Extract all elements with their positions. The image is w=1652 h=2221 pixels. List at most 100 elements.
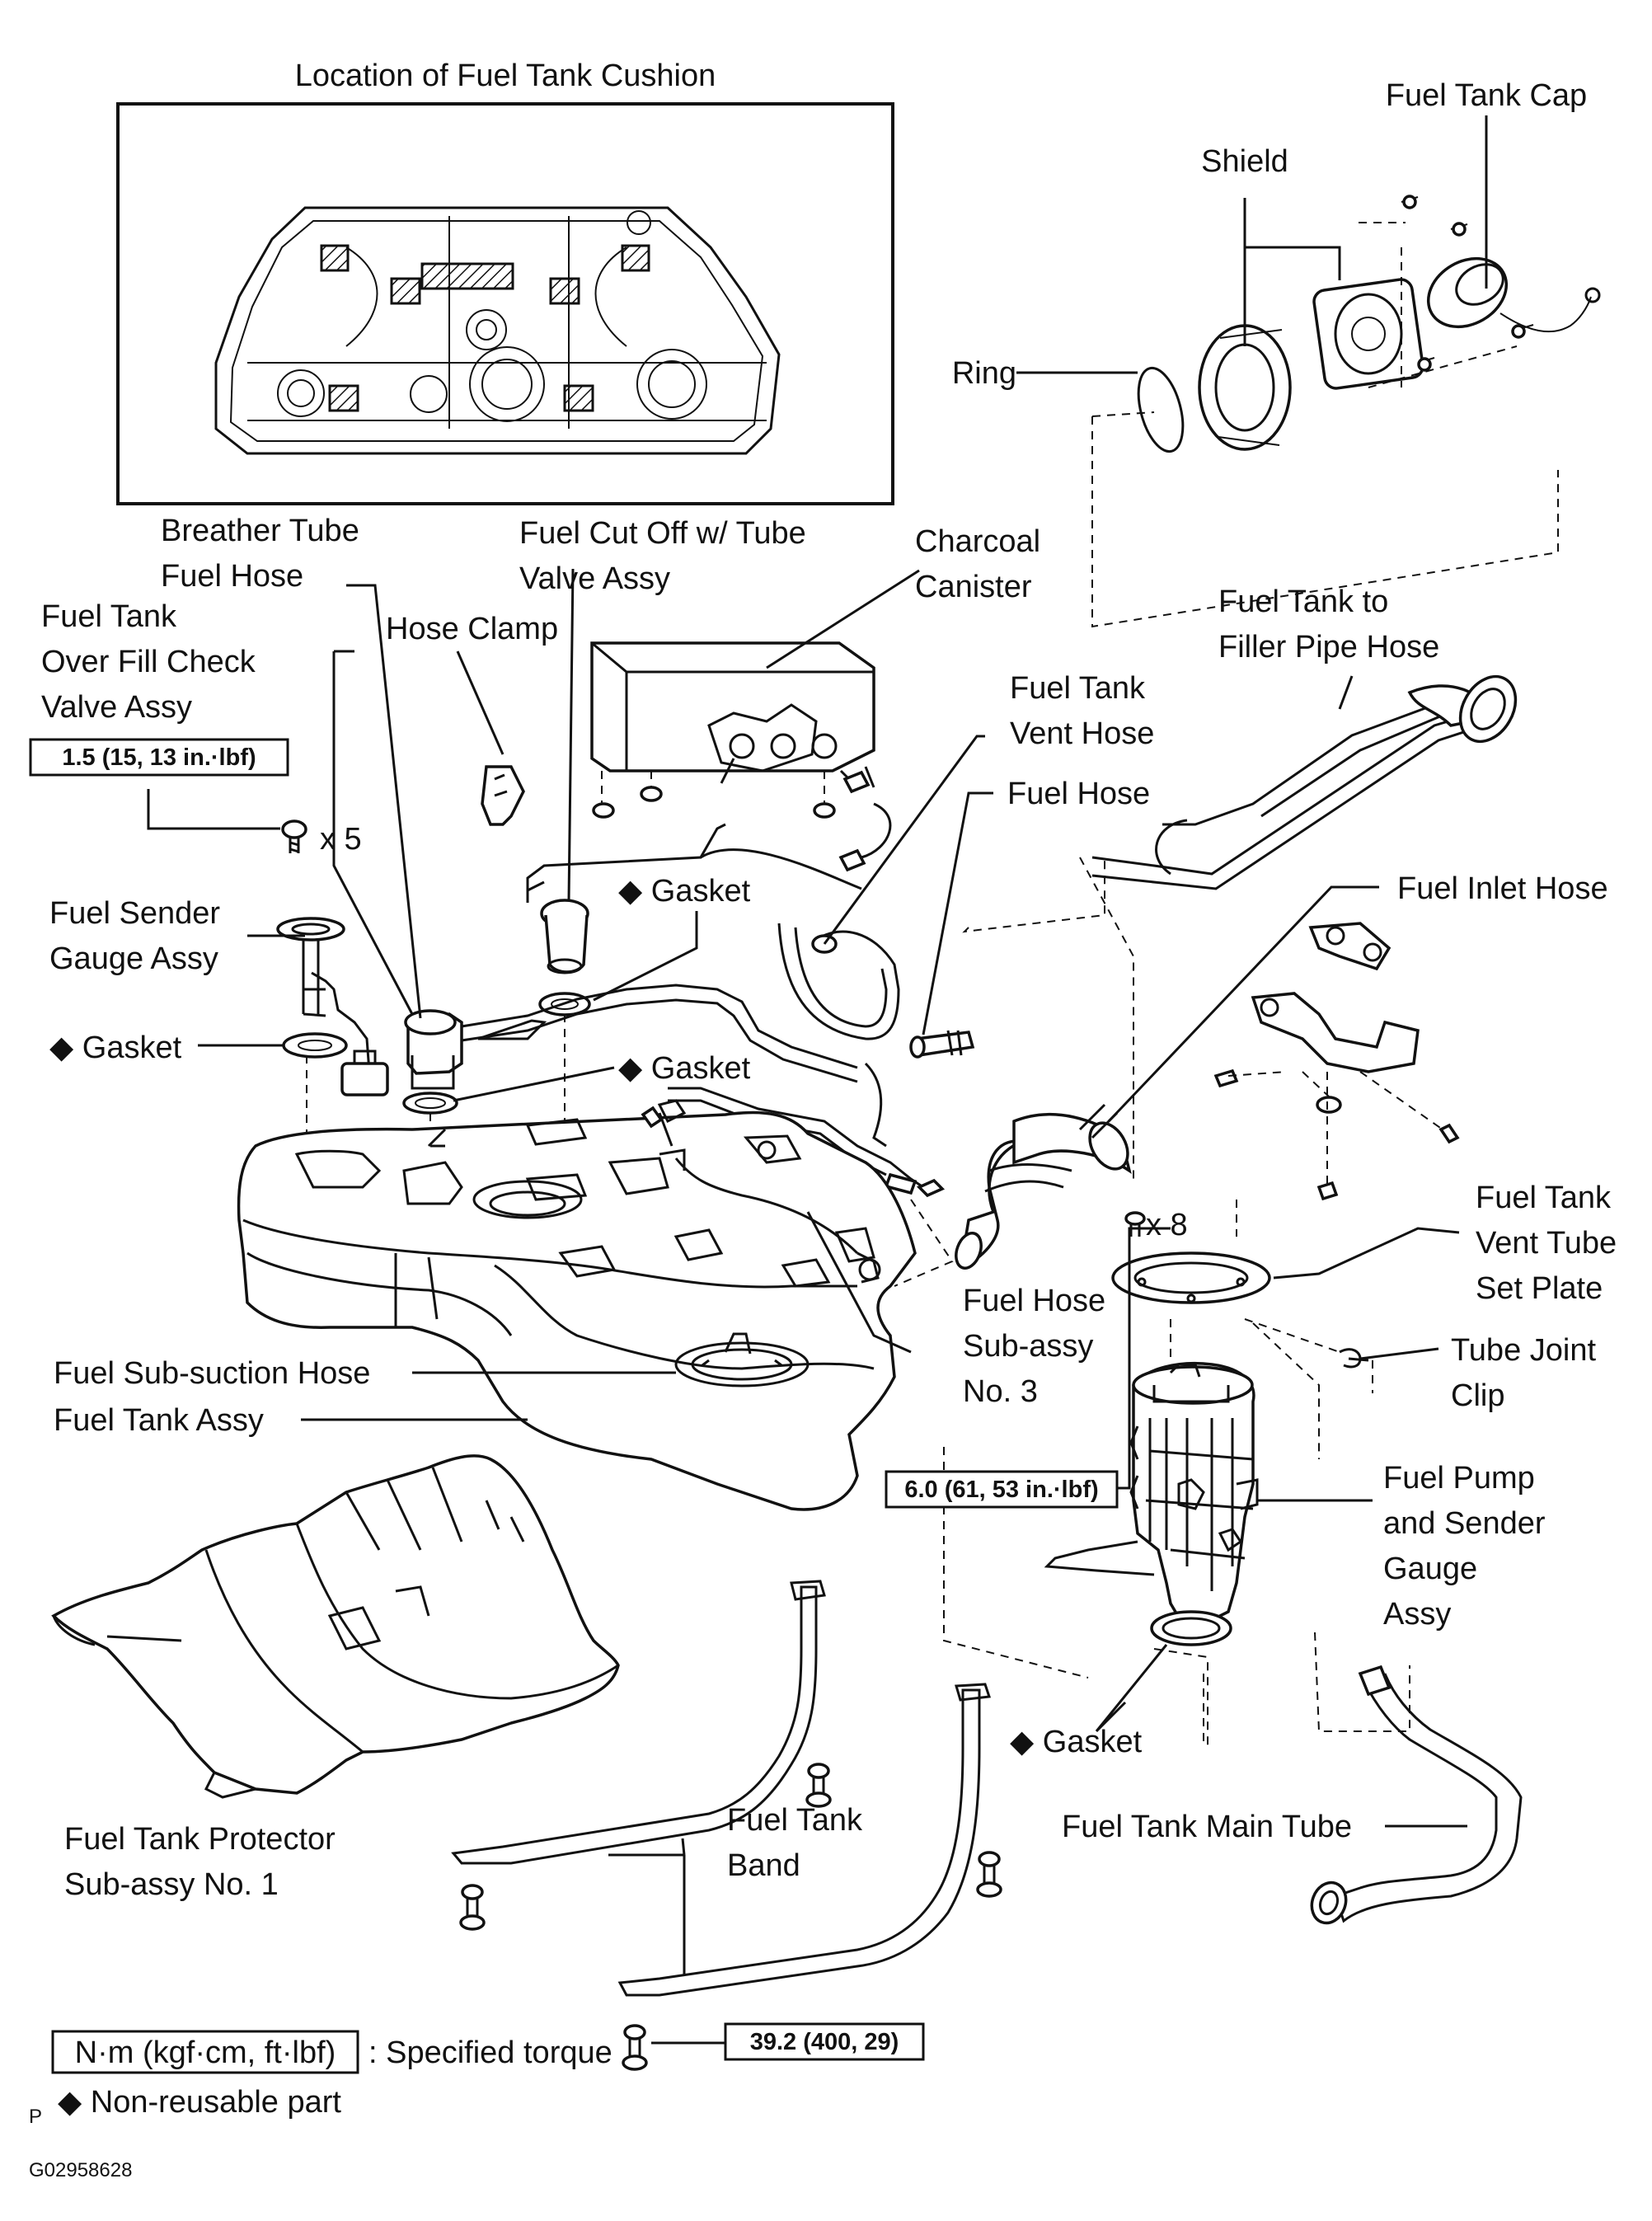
label-overfill-1: Fuel Tank [41,599,177,634]
label-band-1: Fuel Tank [727,1803,863,1838]
label-tank-assy: Fuel Tank Assy [54,1403,264,1438]
label-fuel-hose: Fuel Hose [1007,777,1150,811]
filler-cap-assembly [1016,115,1601,453]
cushion-pad [390,277,421,305]
label-overfill-2: Over Fill Check [41,645,256,679]
label-inlet-hose: Fuel Inlet Hose [1397,871,1608,906]
label-gasket-2: ◆ Gasket [618,1051,751,1086]
band-bolts [459,1763,1002,2071]
leader-gasket-4 [1095,1644,1168,1733]
charcoal-canister [590,569,920,819]
torque-1-text: 1.5 (15, 13 in.·lbf) [62,744,256,771]
label-sender-1: Fuel Sender [49,896,220,931]
label-filler-1: Fuel Tank to [1218,585,1388,619]
cushion-pad [621,244,650,272]
leader-torque-1 [147,789,280,830]
leader-shield [1243,198,1341,346]
label-gasket-4: ◆ Gasket [1010,1725,1143,1759]
canister-guides [601,771,825,804]
overfill-check-valve [332,584,858,1179]
torque-2-text: 6.0 (61, 53 in.·lbf) [904,1477,1098,1503]
leader-vent-plate [1273,1227,1460,1280]
tank-protector [51,1454,620,1799]
label-vent-plate-3: Set Plate [1476,1271,1603,1306]
label-pump-4: Assy [1383,1597,1451,1632]
label-tube-clip-1: Tube Joint [1451,1333,1596,1368]
label-canister-2: Canister [915,570,1032,604]
cushion-pad [563,384,594,412]
label-ring: Ring [952,356,1016,391]
legend-unit-box [51,2030,359,2074]
main-tube [1310,1665,1523,1925]
corner-mark: P [29,2106,42,2128]
label-fuel-tank-cap: Fuel Tank Cap [1386,78,1587,113]
hose-clamp-part [456,650,525,826]
label-cutoff-1: Fuel Cut Off w/ Tube [519,516,806,551]
label-x5: x 5 [320,822,362,857]
label-filler-2: Filler Pipe Hose [1218,630,1439,664]
cushion-location-inset: Location of Fuel Tank Cushion [116,59,894,505]
fuel-tank-bands [451,1580,1002,2071]
fuel-inlet-hose [955,885,1379,1270]
legend-unit-text: : Specified torque [368,2036,612,2070]
legend-nonreusable: ◆ Non-reusable part [58,2085,341,2120]
filler-brackets [1213,922,1460,1201]
torque-3-text: 39.2 (400, 29) [750,2029,899,2055]
label-hose-clamp: Hose Clamp [386,612,558,646]
leader-cutoff [567,568,575,901]
leader-hose3 [806,1211,912,1354]
label-vent-hose-2: Vent Hose [1010,716,1154,751]
cushion-pad [420,262,514,290]
pump-guides-b [943,1447,1410,1748]
vent-tube-set-plate [1111,1251,1271,1304]
torque-box-3: 39.2 (400, 29) [724,2022,925,2061]
bracket-guides [1227,1071,1443,1187]
legend: N·m (kgf·cm, ft·lbf) : Specified torque … [29,2030,612,2181]
legend-unit: N·m (kgf·cm, ft·lbf) [75,2036,336,2070]
cushion-pad [328,384,359,412]
label-breather-2: Fuel Hose [161,559,303,594]
cushion-pad [549,277,580,305]
label-protector-2: Sub-assy No. 1 [64,1867,279,1902]
leader-hose-clamp [456,650,505,755]
leader-overfill [332,650,414,1015]
label-pump-3: Gauge [1383,1552,1477,1586]
cap-alignment-guides [1359,222,1518,388]
label-shield: Shield [1201,144,1288,179]
filler-guide-box [1091,411,1559,628]
leader-gasket-1 [593,911,698,1002]
fuel-hose-short [909,791,993,1059]
label-breather-1: Breather Tube [161,514,359,548]
leader-breather [346,584,422,1019]
pump-guides-a [1170,1200,1373,1459]
inset-tank-top-view [214,206,781,455]
fuel-tank-cap-part [1426,256,1601,333]
shield-outer [1312,278,1424,390]
leader-canister [766,569,920,669]
filler-pipe [962,674,1518,1179]
leader-torque-2 [1115,1227,1171,1490]
torque-box-1: 1.5 (15, 13 in.·lbf) [29,738,289,777]
leader-protector [106,1635,182,1642]
label-x8: x 8 [1146,1208,1188,1242]
leader-tube-clip [1359,1347,1439,1360]
pump-screw [1124,1211,1146,1237]
canister-grommets [592,786,836,819]
pump-gasket [1150,1610,1232,1646]
label-hose3-2: Sub-assy [963,1329,1093,1364]
torque-box-2: 6.0 (61, 53 in.·lbf) [885,1470,1119,1509]
leader-vent-hose [823,735,985,945]
leader-gasket-2 [453,1066,615,1102]
vapor-lines [526,770,892,903]
label-sub-suction: Fuel Sub-suction Hose [54,1356,370,1391]
cap-screws [1401,195,1534,372]
vent-hose [777,735,985,1040]
filler-pipe-guides [962,857,1134,1179]
fuel-tank-body [237,1099,946,1511]
label-canister-1: Charcoal [915,524,1040,559]
cushion-pad [320,244,350,272]
label-gasket-3: ◆ Gasket [49,1031,182,1065]
leader-band [608,1838,686,1974]
inset-title: Location of Fuel Tank Cushion [295,59,716,93]
